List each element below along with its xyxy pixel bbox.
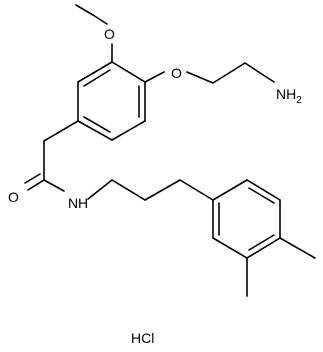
atom-nh2-main: NH bbox=[276, 86, 296, 102]
ring-a bbox=[77, 61, 146, 141]
methyl-groups bbox=[246, 237, 316, 297]
atom-h-amide: H bbox=[78, 195, 88, 211]
atom-n-amide: N bbox=[68, 195, 78, 211]
atom-o-ether: O bbox=[171, 65, 182, 81]
aminoethoxy-chain bbox=[144, 62, 275, 84]
propyl-chain bbox=[87, 179, 214, 201]
acetamide-linker bbox=[24, 120, 79, 192]
ring-b bbox=[212, 179, 281, 259]
atom-o-carbonyl: O bbox=[8, 189, 19, 205]
salt-label: HCl bbox=[131, 330, 154, 346]
atom-nh2: NH2 bbox=[276, 86, 302, 106]
atom-o-methoxy: O bbox=[104, 26, 115, 42]
atom-nh2-subscript: 2 bbox=[296, 95, 302, 106]
methoxy-group bbox=[75, 4, 113, 63]
